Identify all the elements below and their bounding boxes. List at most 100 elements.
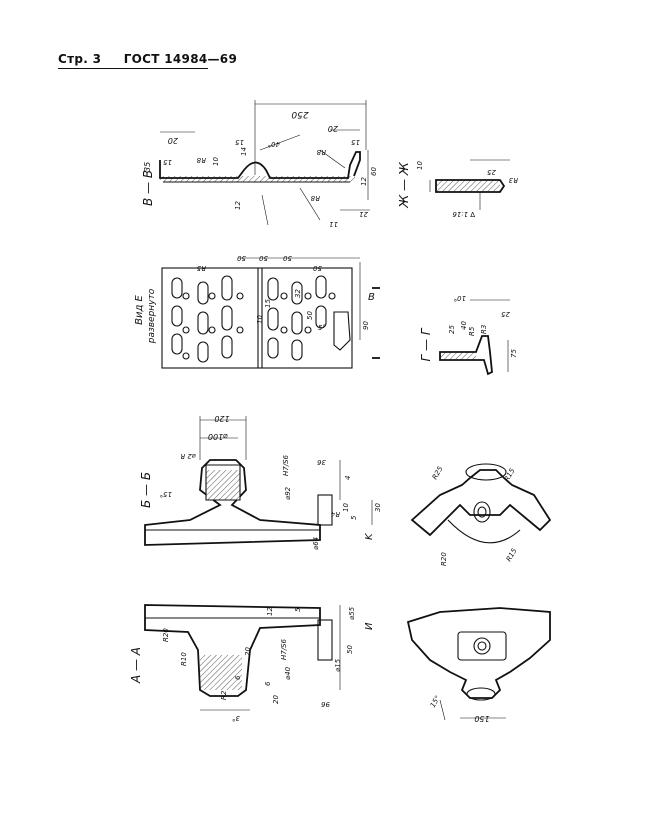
page-number: Стр. 3 — [58, 52, 102, 66]
page-header: Стр. 3 ГОСТ 14984—69 — [58, 52, 237, 66]
dim-bottom-150: 150 — [474, 714, 489, 723]
dim-e-10: 10 — [256, 315, 264, 324]
dim-a-5: 5 — [294, 607, 302, 612]
profile-hatch — [160, 176, 355, 182]
dim-b-r4: R4 — [331, 510, 340, 518]
dim-b-10: 10 — [342, 503, 350, 512]
dim-b-15deg: 15° — [160, 490, 172, 498]
dim-v-11: 11 — [329, 220, 338, 228]
dim-b-36: 36 — [317, 458, 326, 466]
section-mark-i: И — [364, 622, 375, 630]
section-mark-k: K — [364, 532, 375, 540]
dim-b-d64: ⌀64 — [312, 537, 320, 550]
section-a-a: А — А R20 R10 12 ⌀55 5 20 H7/S6 ⌀40 50 ⌀… — [129, 604, 375, 722]
dim-v-40deg: 40° — [268, 140, 280, 148]
section-a-a-title: А — А — [129, 647, 143, 684]
dim-bottom-15deg: 15° — [429, 694, 442, 709]
dim-g-r5: R5 — [468, 326, 476, 336]
section-b-b: Б — Б 120 ⌀100 ⌀2 R 15° H7/S6 ⌀92 36 4 R… — [139, 414, 382, 550]
section-zh-zh: Ж — Ж 10 25 R3 ∇ 1:16 — [397, 159, 518, 218]
dim-g-10deg: 10° — [454, 294, 466, 302]
slots-left — [171, 275, 244, 363]
dim-b-5: 5 — [350, 515, 358, 520]
dim-g-r3: R3 — [480, 325, 488, 334]
dim-e-r5: R5 — [196, 264, 206, 272]
dim-e-5deg: 5° — [318, 324, 326, 332]
dim-a-6a: 6 — [234, 675, 242, 680]
dim-e-50c: 50 — [283, 254, 292, 262]
dim-a-20b: 20 — [272, 695, 280, 704]
dim-zh-r3: R3 — [509, 176, 518, 184]
dim-v-r8b: R8 — [316, 148, 326, 156]
dim-a-96: 96 — [321, 700, 330, 708]
dim-v-15a: 15 — [163, 158, 172, 166]
dim-v-35: 35 — [143, 162, 152, 172]
dim-a-3deg: 3° — [232, 714, 240, 722]
view-e-subtitle: развернуто — [147, 288, 157, 344]
dim-a-50: 50 — [346, 645, 354, 654]
dim-v-14: 14 — [240, 147, 248, 156]
dim-a-d15: ⌀15 — [334, 658, 342, 672]
dim-a-r20: R20 — [162, 628, 170, 642]
top-iso-view: R25 R15 R20 R15 — [410, 463, 552, 566]
dim-e-15: 15 — [264, 299, 272, 308]
dim-a-d40: ⌀40 — [284, 666, 292, 680]
bottom-iso-view: 15° 150 — [406, 607, 551, 723]
slots-right — [267, 275, 336, 361]
dim-zh-25: 25 — [487, 168, 496, 176]
dim-g-75: 75 — [510, 349, 518, 358]
dim-zh-slope: ∇ 1:16 — [452, 210, 476, 218]
dim-v-15b: 15 — [235, 138, 244, 146]
dim-e-90: 90 — [362, 321, 370, 330]
dim-250: 250 — [291, 109, 308, 119]
section-g-g: Г — Г 10° 25 25 40 R5 R3 75 — [419, 294, 518, 376]
section-mark-v: В — [368, 292, 375, 303]
dim-g-40: 40 — [460, 321, 468, 330]
dim-e-50e: 50 — [306, 311, 314, 320]
dim-top-r20: R20 — [440, 552, 448, 566]
dim-v-12a: 12 — [234, 201, 242, 210]
dim-b-d100: ⌀100 — [208, 432, 228, 441]
dim-top-r15b: R15 — [505, 547, 519, 563]
dim-g-25b: 25 — [448, 325, 456, 334]
dim-v-15c: 15 — [351, 138, 360, 146]
dim-a-12: 12 — [266, 607, 274, 616]
dim-e-50b: 50 — [259, 254, 268, 262]
dim-b-d92: ⌀92 — [284, 486, 292, 500]
dim-a-6b: 6 — [264, 681, 272, 686]
view-e-title: Вид Е — [134, 294, 145, 324]
dim-a-d55: ⌀55 — [348, 606, 356, 620]
dim-v-20b: 20 — [328, 124, 338, 133]
section-g-g-title: Г — Г — [419, 327, 433, 361]
dim-a-h7s6: H7/S6 — [280, 638, 288, 660]
dim-e-32: 32 — [294, 289, 302, 298]
dim-b-30: 30 — [374, 503, 382, 512]
dim-b-h7s6: H7/S6 — [282, 454, 290, 476]
dim-v-20a: 20 — [168, 136, 178, 145]
dim-b-4: 4 — [344, 476, 352, 480]
view-e: Вид Е развернуто — [134, 254, 380, 369]
section-v-v-title: В — В — [141, 170, 155, 206]
dim-b-120: 120 — [214, 414, 229, 423]
dim-e-50d: 50 — [313, 264, 322, 272]
dim-a-r10: R10 — [180, 652, 188, 666]
dim-top-r25: R25 — [431, 465, 445, 481]
dim-a-20a: 20 — [244, 647, 252, 656]
dim-zh-10: 10 — [416, 161, 424, 170]
dim-v-12b: 12 — [360, 177, 368, 186]
section-zh-zh-title: Ж — Ж — [397, 161, 411, 209]
dim-g-25a: 25 — [501, 310, 510, 318]
dim-v-21: 21 — [359, 210, 368, 218]
standard-number: ГОСТ 14984—69 — [123, 52, 238, 66]
section-b-b-title: Б — Б — [139, 472, 153, 508]
dim-v-r8c: R8 — [310, 194, 320, 202]
dim-v-r8a: R8 — [196, 156, 206, 164]
dim-v-10: 10 — [212, 157, 220, 166]
dim-v-60: 60 — [370, 167, 378, 176]
section-v-v: В — В 250 20 20 35 15 R8 R8 10 14 15 40°… — [141, 100, 378, 228]
dim-b-d2r: ⌀2 R — [180, 452, 196, 460]
dim-a-r2: R2 — [220, 690, 228, 700]
header-rule — [58, 68, 208, 69]
dim-e-50a: 50 — [237, 254, 246, 262]
